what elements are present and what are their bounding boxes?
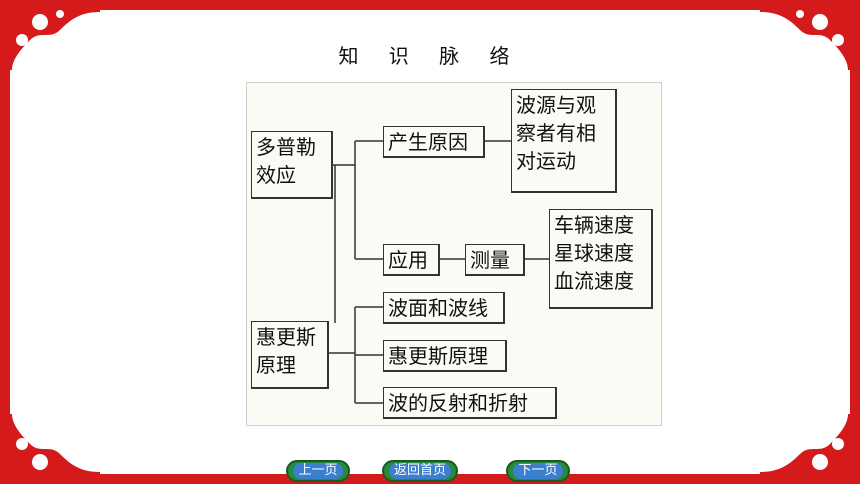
corner-ornament-top-right (760, 0, 860, 70)
node-huygens-principle-leaf: 惠更斯原理 (383, 340, 507, 372)
home-button[interactable]: 返回首页 (382, 460, 458, 482)
corner-ornament-bottom-right (760, 414, 860, 484)
node-huygens-principle: 惠更斯 原理 (251, 321, 329, 389)
prev-page-label: 上一页 (293, 463, 343, 479)
page-title: 知 识 脉 络 (338, 44, 522, 68)
node-cause: 产生原因 (383, 126, 485, 158)
frame-left-border (0, 0, 10, 484)
frame-top-border (0, 0, 860, 10)
next-page-label: 下一页 (513, 463, 563, 479)
node-measure: 测量 (465, 244, 525, 276)
node-relative-motion: 波源与观 察者有相 对运动 (511, 89, 617, 193)
connector-lines (329, 140, 549, 404)
frame-right-border (850, 0, 860, 484)
next-page-button[interactable]: 下一页 (506, 460, 570, 482)
home-label: 返回首页 (388, 463, 451, 479)
node-speeds: 车辆速度 星球速度 血流速度 (549, 209, 653, 309)
corner-ornament-top-left (0, 0, 100, 70)
node-wavefront-waveline: 波面和波线 (383, 292, 505, 324)
node-doppler-effect: 多普勒 效应 (251, 131, 333, 199)
knowledge-diagram: 多普勒 效应 产生原因 波源与观 察者有相 对运动 应用 测量 车辆速度 星球速… (246, 82, 662, 426)
node-application: 应用 (383, 244, 440, 276)
corner-ornament-bottom-left (0, 414, 100, 484)
prev-page-button[interactable]: 上一页 (286, 460, 350, 482)
node-reflection-refraction: 波的反射和折射 (383, 387, 557, 419)
